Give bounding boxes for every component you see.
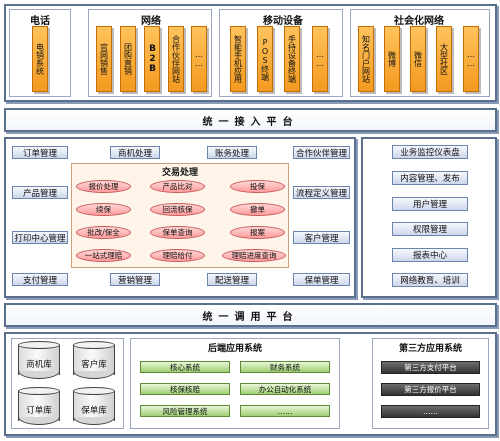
tx-claim-pay[interactable]: 理赔给付 xyxy=(150,249,205,262)
channel-official-site[interactable]: 官网销售 xyxy=(96,26,112,92)
third-party-quote[interactable]: 第三方报价平台 xyxy=(381,383,480,396)
mgmt-users[interactable]: 用户管理 xyxy=(392,197,468,211)
backend-risk[interactable]: 风险管理系统 xyxy=(140,405,230,417)
channel-mobile-more[interactable]: …… xyxy=(312,26,328,92)
channel-b2b[interactable]: B2B xyxy=(144,26,160,92)
channel-wechat[interactable]: 微信 xyxy=(410,26,426,92)
db-customer-label: 客户库 xyxy=(81,360,107,371)
backend-core[interactable]: 核心系统 xyxy=(140,361,230,373)
tx-underwrite[interactable]: 回流核保 xyxy=(150,203,205,216)
channel-community[interactable]: 大型社区 xyxy=(436,26,452,92)
backend-finance[interactable]: 财务系统 xyxy=(240,361,330,373)
mgmt-content[interactable]: 内容管理、发布 xyxy=(392,171,468,185)
third-party-title: 第三方应用系统 xyxy=(398,344,462,354)
db-opportunity[interactable]: 商机库 xyxy=(18,341,60,379)
mobile-group-title: 移动设备 xyxy=(263,16,303,27)
mgmt-reports[interactable]: 报表中心 xyxy=(392,248,468,262)
mgmt-training[interactable]: 网络教育、培训 xyxy=(392,273,468,287)
tx-renew[interactable]: 续保 xyxy=(76,203,131,216)
channel-phone-sales[interactable]: 电销系统 xyxy=(32,26,48,92)
channel-pos-terminal[interactable]: POS终端 xyxy=(257,26,273,92)
social-group: 社会化网络 知名门户网站 微博 微信 大型社区 …… xyxy=(350,9,490,97)
channel-smartphone-app[interactable]: 智能手机应用 xyxy=(230,26,246,92)
mgmt-permissions[interactable]: 权限管理 xyxy=(392,222,468,236)
module-product-mgmt[interactable]: 产品管理 xyxy=(12,186,68,199)
module-policy-mgmt[interactable]: 保单管理 xyxy=(293,273,350,286)
tx-insure[interactable]: 投保 xyxy=(230,180,285,193)
module-opportunity[interactable]: 商机处理 xyxy=(110,146,160,159)
db-customer[interactable]: 客户库 xyxy=(73,341,115,379)
channel-network-more[interactable]: …… xyxy=(191,26,207,92)
tx-onestop-claim[interactable]: 一站式理赔 xyxy=(76,249,131,262)
db-opportunity-label: 商机库 xyxy=(26,360,52,371)
db-order[interactable]: 订单库 xyxy=(18,387,60,425)
third-party-more[interactable]: …… xyxy=(381,405,480,418)
transaction-title: 交易处理 xyxy=(161,168,198,178)
mgmt-dashboard[interactable]: 业务监控仪表盘 xyxy=(392,145,468,159)
module-print-center[interactable]: 打印中心管理 xyxy=(12,231,68,244)
tx-claim-progress[interactable]: 理赔进度查询 xyxy=(222,249,286,262)
backend-title: 后端应用系统 xyxy=(207,344,262,354)
third-party-payment[interactable]: 第三方支付平台 xyxy=(381,361,480,374)
module-billing[interactable]: 账务处理 xyxy=(207,146,257,159)
module-delivery[interactable]: 配送管理 xyxy=(207,273,257,286)
social-group-title: 社会化网络 xyxy=(394,16,444,27)
module-order-mgmt[interactable]: 订单管理 xyxy=(12,146,68,159)
tx-endorse[interactable]: 批改/保全 xyxy=(76,226,131,239)
tx-compare[interactable]: 产品比对 xyxy=(150,180,205,193)
tx-quote[interactable]: 报价处理 xyxy=(76,180,131,193)
module-process-def[interactable]: 流程定义管理 xyxy=(293,186,350,199)
channel-weibo[interactable]: 微博 xyxy=(384,26,400,92)
module-marketing[interactable]: 营销管理 xyxy=(110,273,160,286)
phone-group: 电话 电销系统 xyxy=(9,9,71,97)
backend-office-automation[interactable]: 办公自动化系统 xyxy=(240,383,330,395)
channel-portal-site[interactable]: 知名门户网站 xyxy=(358,26,374,92)
module-customer-mgmt[interactable]: 客户管理 xyxy=(293,231,350,244)
db-policy[interactable]: 保单库 xyxy=(73,387,115,425)
mobile-group: 移动设备 智能手机应用 POS终端 手持设备终端 …… xyxy=(219,9,343,97)
db-policy-label: 保单库 xyxy=(81,406,107,417)
network-group: 网络 官网销售 团购直销 B2B 合作伙伴网站 …… xyxy=(88,9,212,97)
channel-partner-site[interactable]: 合作伙伴网站 xyxy=(168,26,184,92)
backend-underwriting[interactable]: 核保核赔 xyxy=(140,383,230,395)
module-payment-mgmt[interactable]: 支付管理 xyxy=(12,273,68,286)
module-partner-mgmt[interactable]: 合作伙伴管理 xyxy=(293,146,350,159)
db-order-label: 订单库 xyxy=(26,406,52,417)
tx-report[interactable]: 报案 xyxy=(230,226,285,239)
network-group-title: 网络 xyxy=(141,16,161,27)
management-panel xyxy=(361,137,497,298)
access-platform-bar: 统一接入平台 xyxy=(4,108,497,132)
channel-social-more[interactable]: …… xyxy=(463,26,479,92)
channel-handheld-terminal[interactable]: 手持设备终端 xyxy=(284,26,300,92)
backend-more[interactable]: …… xyxy=(240,405,330,417)
tx-cancel[interactable]: 撤单 xyxy=(230,203,285,216)
channel-group-buy[interactable]: 团购直销 xyxy=(120,26,136,92)
dispatch-platform-bar: 统一调用平台 xyxy=(4,303,497,327)
tx-policy-query[interactable]: 保单查询 xyxy=(150,226,205,239)
phone-group-title: 电话 xyxy=(30,16,50,27)
